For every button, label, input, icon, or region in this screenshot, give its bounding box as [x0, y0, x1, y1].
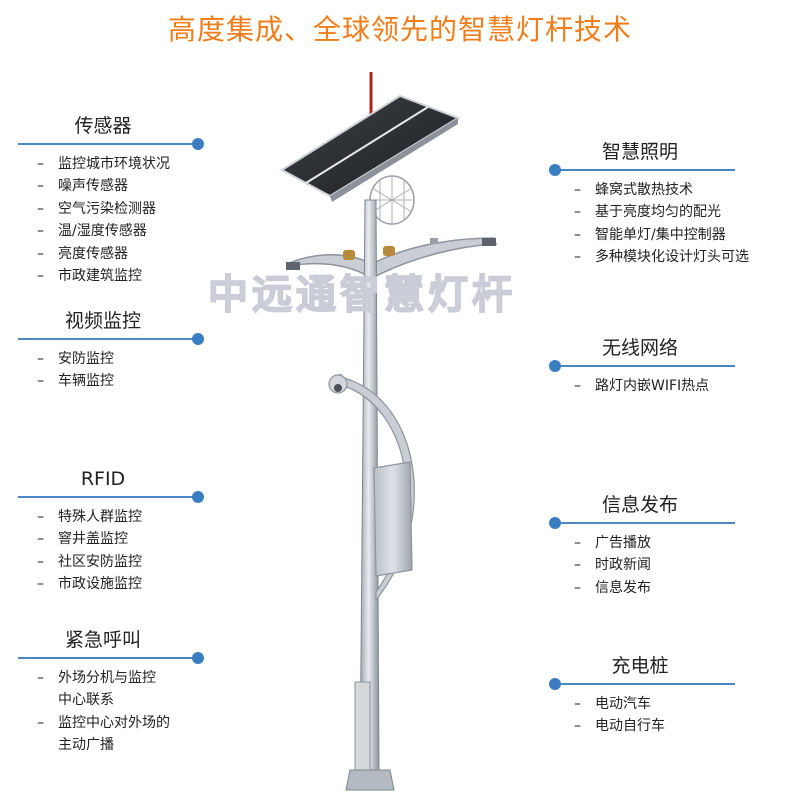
panel-video: 视频监控 –安防监控 –车辆监控 — [18, 308, 204, 393]
list-item: –温/湿度传感器 — [37, 223, 147, 240]
feature-list: –外场分机与监控中心联系 –监控中心对外场的主动广播 — [18, 667, 203, 757]
list-item: –外场分机与监控中心联系 — [37, 670, 156, 709]
list-item: –电动汽车 — [574, 696, 651, 712]
equipment-box — [373, 461, 413, 577]
bullet-dot-icon — [192, 652, 204, 664]
panel-heading: 传感器 — [74, 115, 132, 137]
panel-rfid: RFID –特殊人群监控 –窨井盖监控 –社区安防监控 –市政设施监控 — [18, 466, 204, 596]
panel-lighting: 智慧照明 –蜂窝式散热技术 –基于亮度均匀的配光 –智能单灯/集中控制器 –多种… — [549, 139, 749, 269]
list-item: –车辆监控 — [37, 373, 114, 390]
bullet-dot-icon — [549, 164, 561, 176]
panel-heading: 紧急呼叫 — [64, 629, 141, 651]
panel-heading: 视频监控 — [64, 310, 141, 332]
watermark: 中远通智慧灯杆 — [207, 271, 516, 319]
feature-list: –广告播放 –时政新闻 –信息发布 — [555, 532, 740, 599]
feature-list: –监控城市环境状况 –噪声传感器 –空气污染检测器 –温/湿度传感器 –亮度传感… — [18, 153, 203, 287]
dome-camera — [328, 373, 348, 394]
page-title: 高度集成、全球领先的智慧灯杆技术 — [167, 13, 632, 46]
pole-base — [345, 769, 395, 791]
list-item: –空气污染检测器 — [37, 200, 156, 217]
feature-list: –安防监控 –车辆监控 — [18, 348, 203, 393]
bullet-dot-icon — [192, 138, 204, 150]
divider — [549, 678, 735, 690]
divider — [549, 517, 735, 529]
charging-pile — [354, 681, 371, 773]
bullet-dot-icon — [192, 491, 204, 503]
list-item: –蜂窝式散热技术 — [574, 182, 693, 198]
panel-heading: 无线网络 — [601, 337, 678, 359]
list-item: –市政设施监控 — [37, 576, 142, 593]
list-item: –基于亮度均匀的配光 — [574, 204, 721, 221]
panel-heading: 信息发布 — [601, 494, 678, 516]
list-item: –窨井盖监控 — [37, 531, 128, 548]
bullet-dot-icon — [549, 517, 561, 529]
list-item: –亮度传感器 — [37, 245, 128, 262]
panel-info: 信息发布 –广告播放 –时政新闻 –信息发布 — [549, 492, 740, 599]
wifi-antenna — [369, 175, 415, 225]
panel-wireless: 无线网络 –路灯内嵌WIFI热点 — [549, 335, 740, 397]
divider — [18, 491, 204, 503]
divider — [18, 333, 204, 345]
divider — [549, 164, 735, 176]
list-item: –时政新闻 — [574, 557, 651, 574]
bullet-dot-icon — [549, 678, 561, 690]
bullet-dot-icon — [549, 360, 561, 372]
list-item: –监控中心对外场的主动广播 — [37, 714, 170, 754]
divider — [549, 360, 735, 372]
feature-list: –电动汽车 –电动自行车 — [555, 693, 740, 738]
list-item: –电动自行车 — [574, 718, 665, 735]
divider — [18, 652, 204, 664]
list-item: –广告播放 — [574, 535, 651, 551]
list-item: –路灯内嵌WIFI热点 — [574, 378, 710, 394]
list-item: –安防监控 — [37, 351, 114, 367]
decorative-arc — [343, 377, 415, 602]
list-item: –监控城市环境状况 — [37, 156, 170, 172]
list-item: –特殊人群监控 — [37, 509, 142, 525]
panel-charging: 充电桩 –电动汽车 –电动自行车 — [549, 653, 740, 738]
list-item: –智能单灯/集中控制器 — [574, 226, 726, 243]
panel-heading: 充电桩 — [611, 655, 669, 677]
panel-emergency: 紧急呼叫 –外场分机与监控中心联系 –监控中心对外场的主动广播 — [18, 627, 204, 757]
list-item: –信息发布 — [574, 579, 651, 596]
bullet-dot-icon — [192, 333, 204, 345]
panel-sensor: 传感器 –监控城市环境状况 –噪声传感器 –空气污染检测器 –温/湿度传感器 –… — [18, 113, 204, 287]
list-item: –市政建筑监控 — [37, 268, 142, 285]
feature-list: –蜂窝式散热技术 –基于亮度均匀的配光 –智能单灯/集中控制器 –多种模块化设计… — [555, 179, 749, 269]
feature-list: –路灯内嵌WIFI热点 — [555, 375, 740, 397]
list-item: –噪声传感器 — [37, 178, 128, 195]
list-item: –多种模块化设计灯头可选 — [574, 249, 749, 266]
panel-heading: 智慧照明 — [601, 141, 678, 163]
panel-heading: RFID — [80, 468, 126, 490]
feature-list: –特殊人群监控 –窨井盖监控 –社区安防监控 –市政设施监控 — [18, 506, 203, 596]
divider — [18, 138, 204, 150]
list-item: –社区安防监控 — [37, 553, 142, 570]
